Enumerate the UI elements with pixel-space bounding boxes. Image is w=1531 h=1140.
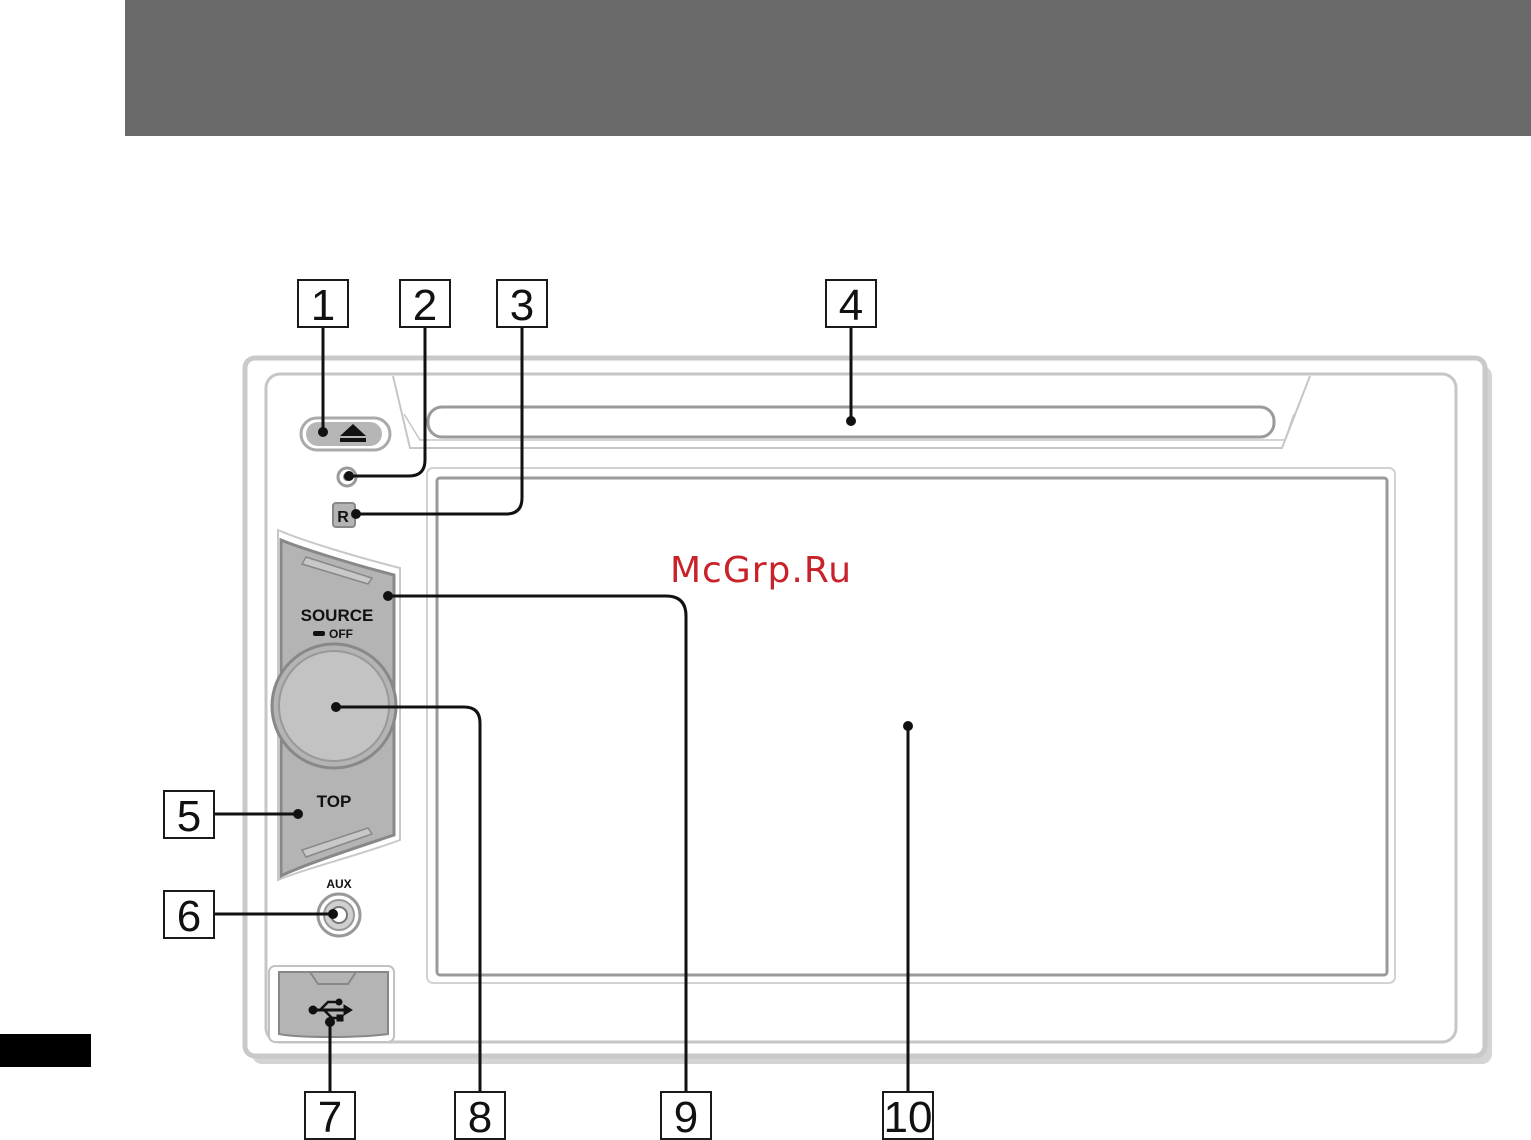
callout-9: 9 [661,1092,711,1140]
reset-button-label: R [337,509,349,526]
callout-number: 1 [311,281,335,330]
callout-number: 10 [884,1093,933,1140]
callout-number: 7 [318,1093,342,1140]
aux-label: AUX [326,877,351,891]
off-indicator-bar [313,631,325,636]
callout-6: 6 [164,891,214,941]
callout-1: 1 [298,280,348,330]
top-button-label[interactable]: TOP [317,792,352,811]
eject-button[interactable] [301,418,390,450]
callout-number: 4 [839,281,863,330]
callout-4: 4 [826,280,876,330]
callout-number: 9 [674,1093,698,1140]
callout-7: 7 [305,1092,355,1140]
callout-number: 3 [510,281,534,330]
callout-number: 5 [177,792,201,841]
watermark: McGrp.Ru [670,550,852,591]
callout-2: 2 [400,280,450,330]
callout-10: 10 [883,1092,933,1140]
source-button-label[interactable]: SOURCE [301,606,374,625]
off-label: OFF [329,627,353,641]
callout-number: 2 [413,281,437,330]
callout-number: 8 [468,1093,492,1140]
callout-3: 3 [497,280,547,330]
callout-5: 5 [164,791,214,841]
callout-number: 6 [177,892,201,941]
callout-8: 8 [455,1092,505,1140]
